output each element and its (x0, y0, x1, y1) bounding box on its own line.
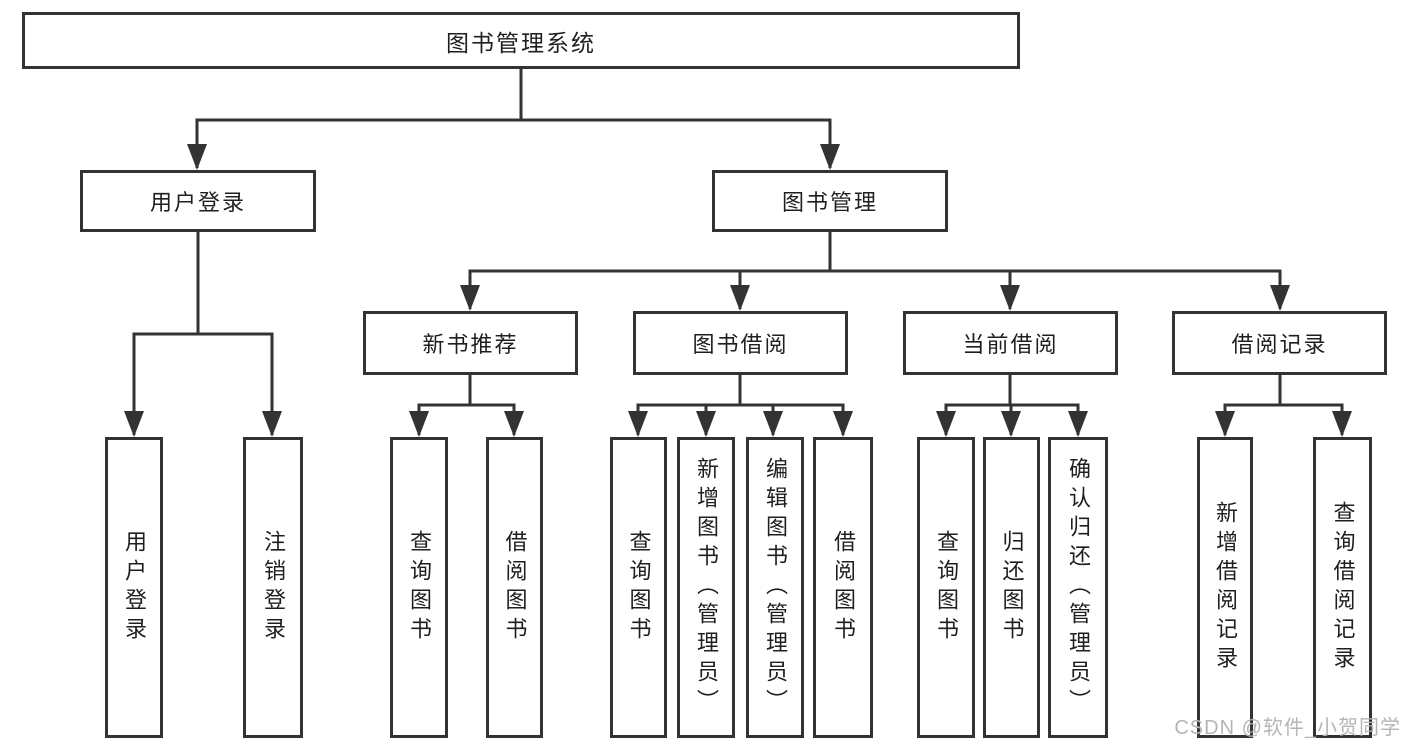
node-borrow-record-label: 借阅记录 (1231, 332, 1328, 357)
node-login-label: 用户登录 (122, 529, 147, 646)
node-br-query-record: 查询借阅记录 (1313, 437, 1372, 738)
node-current-borrow-label: 当前借阅 (962, 332, 1059, 357)
node-bb-add-books: 新增图书（管理员） (677, 437, 735, 738)
node-br-query-record-label: 查询借阅记录 (1330, 500, 1356, 675)
node-user-login-label: 用户登录 (149, 190, 246, 215)
node-bb-edit-books: 编辑图书（管理员） (746, 437, 804, 738)
node-root: 图书管理系统 (22, 12, 1020, 69)
node-borrow-record: 借阅记录 (1172, 311, 1387, 375)
node-nbr-borrow-books-label: 借阅图书 (502, 529, 528, 646)
node-new-book-recommend: 新书推荐 (363, 311, 578, 375)
node-bb-query-books: 查询图书 (610, 437, 667, 738)
node-br-add-record-label: 新增借阅记录 (1213, 500, 1238, 675)
node-bb-borrow-books-label: 借阅图书 (831, 529, 856, 646)
node-bb-edit-books-label: 编辑图书（管理员） (763, 457, 788, 718)
csdn-watermark: CSDN @软件_小贺同学 (1174, 717, 1401, 739)
node-cb-query-books: 查询图书 (917, 437, 975, 738)
node-cb-query-books-label: 查询图书 (934, 529, 959, 646)
node-logout: 注销登录 (243, 437, 303, 738)
node-cb-confirm-return-label: 确认归还（管理员） (1066, 457, 1091, 718)
node-bb-add-books-label: 新增图书（管理员） (694, 457, 719, 718)
node-book-management-label: 图书管理 (781, 190, 878, 215)
node-book-borrow-label: 图书借阅 (692, 332, 789, 357)
node-logout-label: 注销登录 (261, 529, 286, 646)
node-cb-confirm-return: 确认归还（管理员） (1048, 437, 1108, 738)
node-nbr-query-books-label: 查询图书 (407, 529, 432, 646)
node-nbr-query-books: 查询图书 (390, 437, 448, 738)
node-new-book-recommend-label: 新书推荐 (422, 332, 519, 357)
node-root-label: 图书管理系统 (446, 29, 596, 56)
node-login: 用户登录 (105, 437, 163, 738)
node-cb-return-books: 归还图书 (983, 437, 1040, 738)
node-user-login: 用户登录 (80, 170, 316, 232)
node-book-borrow: 图书借阅 (633, 311, 848, 375)
node-br-add-record: 新增借阅记录 (1197, 437, 1253, 738)
node-current-borrow: 当前借阅 (903, 311, 1118, 375)
node-cb-return-books-label: 归还图书 (999, 529, 1025, 646)
node-nbr-borrow-books: 借阅图书 (486, 437, 543, 738)
node-bb-borrow-books: 借阅图书 (813, 437, 873, 738)
node-book-management: 图书管理 (712, 170, 948, 232)
node-bb-query-books-label: 查询图书 (626, 529, 652, 646)
